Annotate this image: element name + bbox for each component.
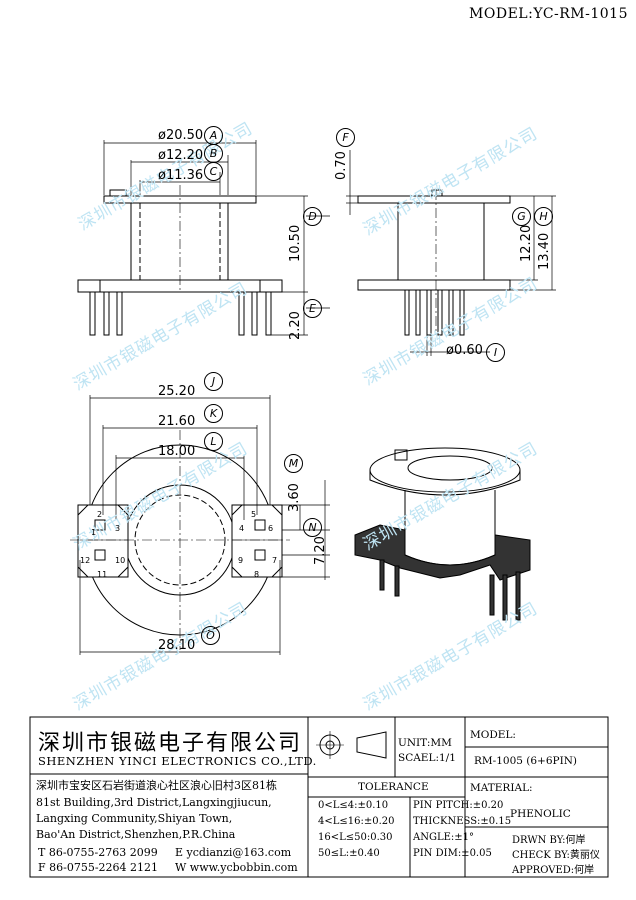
dim-k: 21.60: [158, 414, 196, 429]
pin-label: 5: [251, 510, 257, 519]
email: E ycdianzi@163.com: [175, 846, 292, 859]
model-title: MODEL:YC-RM-1015: [469, 6, 628, 22]
pin-label: 11: [97, 570, 108, 579]
model-label: MODEL:: [470, 729, 516, 741]
tolerance-row: 0<L≤4:±0.10: [318, 800, 389, 811]
tolerance-header: TOLERANCE: [358, 781, 429, 793]
callout-h: H: [534, 207, 553, 226]
dim-a: ø20.50: [158, 128, 204, 143]
dim-m: 3.60: [287, 483, 302, 512]
front-view: [77, 140, 330, 336]
pin-label: 8: [254, 570, 260, 579]
dim-e: 2.20: [288, 311, 303, 340]
fax: F 86-0755-2264 2121: [38, 861, 159, 874]
callout-l: L: [204, 432, 223, 451]
pin-label: 3: [115, 524, 121, 533]
website: W www.ycbobbin.com: [175, 861, 298, 874]
dim-l: 18.00: [158, 444, 196, 459]
dim-o: 28.10: [158, 638, 196, 653]
material-label: MATERIAL:: [470, 782, 533, 794]
dim-j: 25.20: [158, 384, 196, 399]
address-cn: 深圳市宝安区石岩街道浪心社区浪心旧村3区81栋: [36, 779, 277, 792]
dim-b: ø12.20: [158, 148, 204, 163]
company-name-en: SHENZHEN YINCI ELECTRONICS CO.,LTD.: [38, 754, 317, 768]
address-en-3: Bao'An District,Shenzhen,P.R.China: [36, 828, 236, 841]
company-name-cn: 深圳市银磁电子有限公司: [38, 731, 303, 756]
tolerance-row: 50≤L:±0.40: [318, 848, 380, 859]
callout-o: O: [201, 626, 220, 645]
callout-d: D: [303, 207, 322, 226]
isometric-view: [354, 447, 531, 621]
dim-i: ø0.60: [446, 343, 483, 358]
pin-label: 12: [80, 556, 91, 565]
callout-j: J: [204, 372, 223, 391]
dim-g: 12.20: [519, 224, 534, 262]
drawn-by: DRWN BY:何岸: [512, 835, 586, 846]
pin-label: 4: [239, 524, 245, 533]
tolerance-row: 16<L≤50:0.30: [318, 832, 393, 843]
side-view: [346, 150, 556, 356]
callout-i: I: [486, 343, 505, 362]
model-value: RM-1005 (6+6PIN): [474, 755, 578, 767]
dim-c: ø11.36: [158, 168, 204, 183]
address-en-2: Langxing Community,Shiyan Town,: [36, 812, 233, 825]
pin-pitch: PIN PITCH:±0.20: [413, 800, 504, 811]
pin-label: 1: [91, 528, 97, 537]
dim-n: 7.20: [313, 536, 328, 565]
approved-by: APPROVED:何岸: [512, 865, 595, 876]
pin-label: 2: [97, 510, 103, 519]
check-by: CHECK BY:黄丽仪: [512, 850, 600, 861]
pin-dim: PIN DIM:±0.05: [413, 848, 492, 859]
callout-n: N: [303, 518, 322, 537]
pin-label: 6: [268, 524, 274, 533]
pin-label: 7: [272, 556, 278, 565]
callout-g: G: [512, 207, 531, 226]
dim-h: 13.40: [537, 232, 552, 270]
pin-label: 10: [115, 556, 126, 565]
dim-d: 10.50: [288, 224, 303, 262]
phone: T 86-0755-2763 2099: [38, 846, 158, 859]
callout-m: M: [284, 454, 303, 473]
scale-label: SCAEL:1/1: [398, 752, 456, 764]
callout-c: C: [204, 162, 223, 181]
title-block: [29, 716, 609, 878]
material-value: PHENOLIC: [510, 808, 571, 820]
callout-k: K: [204, 404, 223, 423]
angle: ANGLE:±1°: [413, 832, 475, 843]
callout-e: E: [303, 299, 322, 318]
address-en-1: 81st Building,3rd District,Langxingjiucu…: [36, 796, 272, 809]
callout-b: B: [204, 144, 223, 163]
tolerance-row: 4<L≤16:±0.20: [318, 816, 395, 827]
callout-a: A: [204, 126, 223, 145]
pin-label: 9: [238, 556, 244, 565]
thickness: THICKNESS:±0.15: [413, 816, 512, 827]
unit-label: UNIT:MM: [398, 737, 452, 749]
dim-f: 0.70: [334, 151, 349, 180]
bottom-view: [70, 395, 330, 655]
callout-f: F: [336, 128, 355, 147]
